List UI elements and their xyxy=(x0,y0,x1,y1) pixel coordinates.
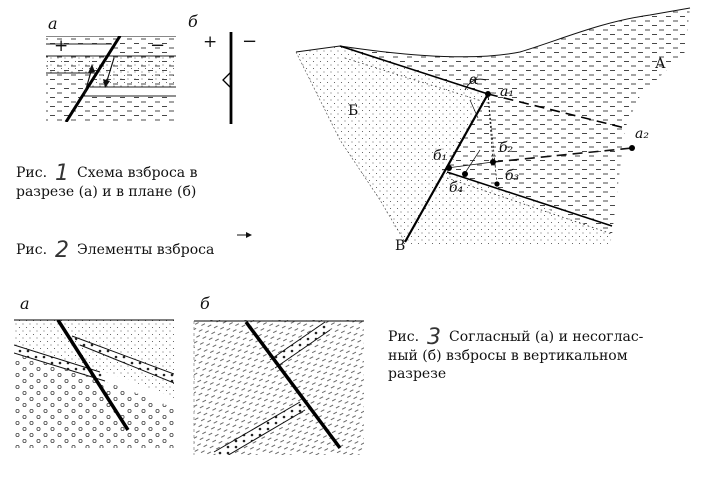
fig3-caption-number: 3 xyxy=(427,325,442,350)
fig3-conformable-diagram: а xyxy=(14,294,174,448)
fig1-caption-label: Рис. xyxy=(16,165,48,181)
fig2-label-a2: а₂ xyxy=(635,126,649,142)
fig2-label-b2: б₂ xyxy=(499,140,514,156)
fig1-plus-sign: + xyxy=(54,36,68,56)
fig1-minus-sign: − xyxy=(150,35,165,56)
fig1-caption-number: 1 xyxy=(55,161,70,186)
fig3-unconformable-diagram: б xyxy=(193,294,364,455)
fig2-label-V: В xyxy=(395,238,405,254)
fig3-caption-line1: Согласный (а) и несоглас- xyxy=(449,329,644,345)
fig2-label-B: Б xyxy=(348,103,358,119)
fig1b-dip-symbol xyxy=(222,71,232,89)
fig1-caption-line2: разрезе (а) и в плане (б) xyxy=(16,184,197,200)
fig3-panel-a-label: а xyxy=(20,294,30,313)
fig2-diagram: А Б В α а₁ а₂ б₁ б₂ б₃ б₄ xyxy=(295,7,691,254)
fig1b-minus-sign: − xyxy=(242,31,257,52)
fig2-caption-label: Рис. xyxy=(16,242,48,258)
fig2-caption-number: 2 xyxy=(55,238,70,263)
fig3-caption: Рис. 3 Согласный (а) и несоглас- ный (б) в… xyxy=(388,325,644,383)
fig3-caption-label: Рис. xyxy=(388,329,420,345)
fig1-panel-a-label: а xyxy=(48,14,58,33)
fig1b-plus-sign: + xyxy=(203,32,217,52)
fig2-caption-text: Элементы взброса xyxy=(77,242,215,258)
fig1-caption-line1: Схема взброса в xyxy=(77,165,198,181)
fig2-label-alpha: α xyxy=(469,72,479,88)
fig1-caption: Рис. 1 Схема взброса в разрезе (а) и в пла… xyxy=(16,161,198,201)
fig1-panel-b-label: б xyxy=(188,12,198,31)
fig3-caption-line3: разрезе xyxy=(388,366,447,382)
fig2-label-a1: а₁ xyxy=(500,84,514,100)
fig1-plan-diagram: б + − xyxy=(188,12,257,124)
fig2-label-b3: б₃ xyxy=(505,168,520,184)
fig3-caption-line2: ный (б) взбросы в вертикальном xyxy=(388,348,628,364)
fig2-label-A: А xyxy=(655,56,666,72)
fig1-section-diagram: а + − xyxy=(46,14,176,122)
fig2-caption: Рис. 2 Элементы взброса xyxy=(16,238,215,263)
fig2-label-b4: б₄ xyxy=(449,180,464,196)
fig2-label-b1: б₁ xyxy=(433,148,447,164)
fig3-panel-b-label: б xyxy=(200,294,210,313)
